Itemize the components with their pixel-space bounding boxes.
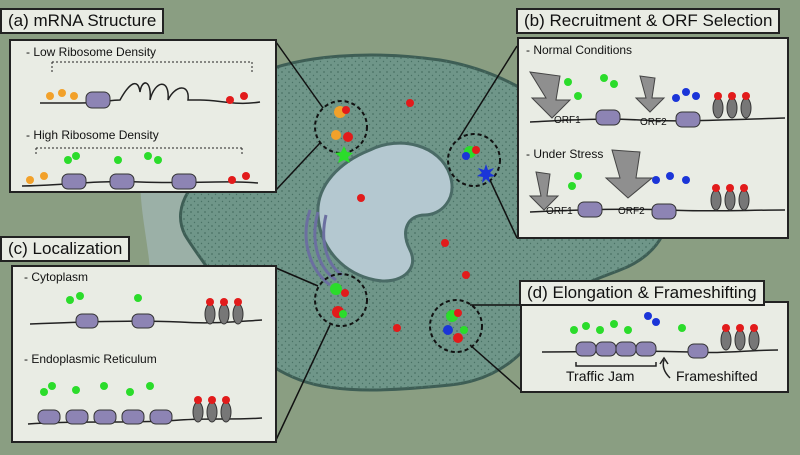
panel-a-low-label: - Low Ribosome Density <box>26 45 157 59</box>
zoom-circle-d <box>429 299 483 353</box>
panel-a-high-label: - High Ribosome Density <box>26 128 159 142</box>
panel-c-er-diagram <box>27 382 263 425</box>
zoom-circle-a <box>314 100 368 163</box>
panel-b-normal-diagram <box>529 71 786 128</box>
panel-a-title: (a) mRNA Structure <box>0 8 165 34</box>
panel-b-normal-label: - Normal Conditions <box>526 43 633 57</box>
panel-b-normal-orf2: ORF2 <box>640 117 667 128</box>
panel-b-stress-diagram <box>528 149 786 220</box>
panel-b-stress-label: - Under Stress <box>526 147 604 161</box>
panel-d-diagram <box>541 312 779 379</box>
zoom-circle-b <box>447 133 501 187</box>
zoom-circle-c <box>314 273 368 327</box>
panel-a-high-density-diagram <box>21 147 259 190</box>
panel-a-low-density-diagram <box>40 61 261 109</box>
panel-c-title: (c) Localization <box>0 236 131 262</box>
panel-b-normal-orf1: ORF1 <box>554 115 581 126</box>
panel-b-stress-orf2: ORF2 <box>618 206 645 217</box>
panel-d-title: (d) Elongation & Frameshifting <box>519 280 765 306</box>
golgi-apparatus <box>304 209 343 287</box>
panel-c-er-label: - Endoplasmic Reticulum <box>24 352 157 366</box>
free-molecules <box>357 99 470 332</box>
panel-b-stress-orf1: ORF1 <box>546 206 573 217</box>
panel-b-title: (b) Recruitment & ORF Selection <box>516 8 781 34</box>
panel-c-box <box>11 265 277 443</box>
panel-c-cytoplasm-label: - Cytoplasm <box>24 270 89 284</box>
panel-c-cytoplasm-diagram <box>29 292 263 329</box>
connector-lines <box>275 41 522 441</box>
panel-d-frameshifted-label: Frameshifted <box>676 368 758 384</box>
panel-d-traffic-jam-label: Traffic Jam <box>566 368 635 384</box>
panel-a-box <box>9 39 277 193</box>
